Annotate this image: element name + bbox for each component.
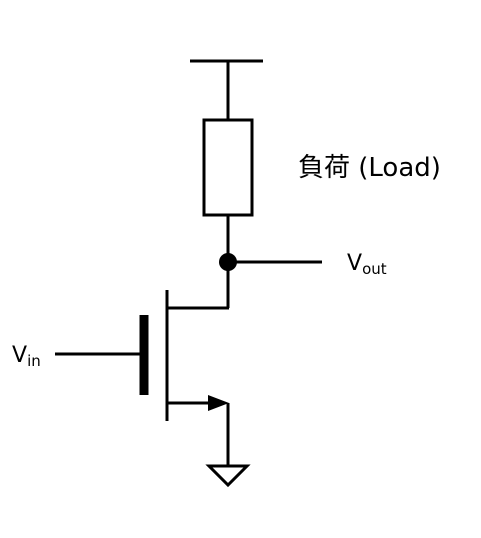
vin-label: Vin xyxy=(12,343,41,370)
vout-label-sub: out xyxy=(362,260,387,278)
vin-label-sub: in xyxy=(27,352,41,370)
vout-label-main: V xyxy=(347,251,362,276)
ground-icon xyxy=(205,464,251,488)
load-label: 負荷 (Load) xyxy=(298,153,441,183)
load-resistor xyxy=(202,118,254,217)
source-arrow-icon xyxy=(208,395,229,411)
vout-label: Vout xyxy=(347,251,387,278)
vin-label-main: V xyxy=(12,343,27,368)
